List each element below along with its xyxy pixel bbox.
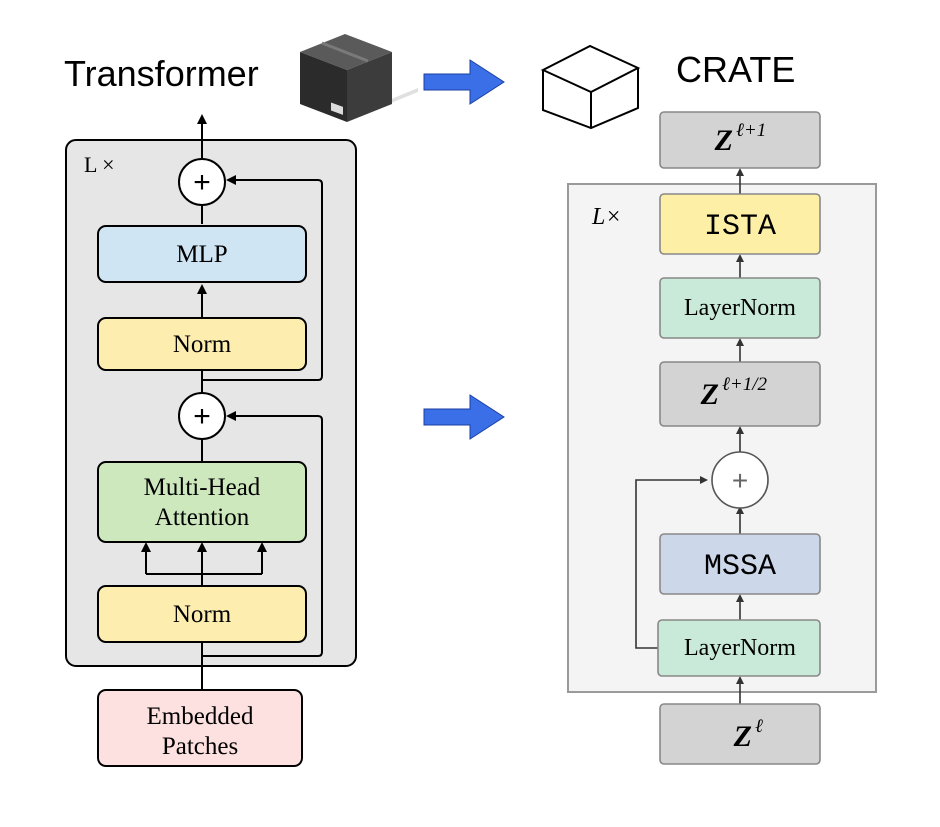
transformer-add-top: + bbox=[178, 158, 226, 206]
mssa-block bbox=[659, 533, 821, 595]
crate-middle-block bbox=[659, 361, 821, 427]
attention-label-line2: Attention bbox=[155, 504, 250, 531]
ista-label: ISTA bbox=[704, 210, 776, 244]
layernorm-block-bottom bbox=[657, 619, 821, 677]
black-box-icon bbox=[300, 34, 418, 122]
crate-layer-frame bbox=[567, 183, 877, 693]
mlp-block bbox=[97, 225, 307, 283]
transformer-connectors bbox=[141, 114, 323, 766]
svg-text:+: + bbox=[193, 400, 211, 433]
norm-block-top bbox=[97, 317, 307, 371]
svg-text:+: + bbox=[732, 465, 748, 496]
crate-output-base: Z bbox=[714, 124, 733, 157]
embedded-label-line1: Embedded bbox=[147, 703, 254, 730]
norm-top-label: Norm bbox=[173, 331, 232, 358]
attention-label-line1: Multi-Head bbox=[144, 474, 261, 501]
embedded-label-line2: Patches bbox=[162, 733, 238, 760]
crate-connectors bbox=[635, 168, 744, 704]
ista-block bbox=[659, 193, 821, 255]
white-box-icon bbox=[540, 44, 641, 130]
mlp-label: MLP bbox=[176, 241, 227, 268]
title-crate: CRATE bbox=[676, 49, 795, 90]
crate-output-block bbox=[659, 111, 821, 169]
blue-arrow-top bbox=[423, 59, 505, 105]
crate-input-block bbox=[659, 703, 821, 765]
crate-repeat-label: L× bbox=[591, 204, 622, 230]
svg-text:+: + bbox=[193, 166, 211, 199]
norm-block-bottom bbox=[97, 585, 307, 643]
crate-input-sup: ℓ bbox=[755, 716, 763, 737]
layernorm-top-label: LayerNorm bbox=[684, 295, 796, 321]
title-transformer: Transformer bbox=[64, 53, 259, 94]
crate-middle-base: Z bbox=[700, 378, 719, 411]
layernorm-block-top bbox=[659, 277, 821, 339]
embedded-patches-block bbox=[97, 689, 303, 767]
blue-arrow-middle bbox=[423, 394, 505, 440]
norm-bottom-label: Norm bbox=[173, 601, 232, 628]
crate-add: + bbox=[711, 451, 769, 509]
crate-output-sup: ℓ+1 bbox=[736, 120, 766, 141]
layernorm-bottom-label: LayerNorm bbox=[684, 635, 796, 661]
transformer-repeat-label: L × bbox=[84, 152, 115, 177]
crate-middle-sup: ℓ+1/2 bbox=[722, 374, 768, 395]
transformer-add-bottom: + bbox=[178, 392, 226, 440]
crate-input-base: Z bbox=[733, 720, 752, 753]
multi-head-attention-block bbox=[97, 461, 307, 543]
mssa-label: MSSA bbox=[704, 550, 776, 584]
